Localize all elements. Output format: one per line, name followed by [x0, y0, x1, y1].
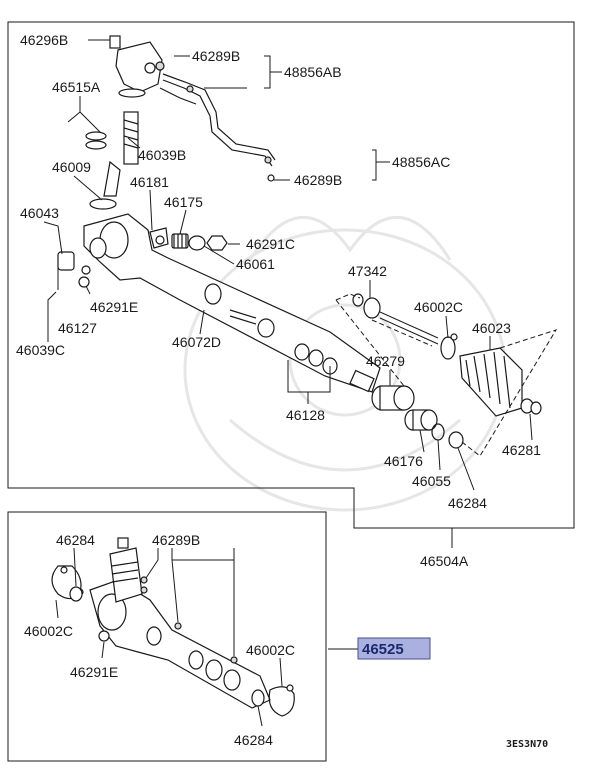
part-label-46128[interactable]: 46128 [286, 407, 325, 423]
part-label-46515A[interactable]: 46515A [52, 79, 101, 95]
part-label-46279[interactable]: 46279 [366, 353, 405, 369]
lower-leader-lines [55, 547, 358, 727]
part-label-46284-lower-a[interactable]: 46284 [56, 532, 95, 548]
part-label-46181[interactable]: 46181 [130, 174, 169, 190]
assembly-label-46525[interactable]: 46525 [362, 641, 404, 658]
part-label-46284-lower-b[interactable]: 46284 [234, 732, 273, 748]
assembly-label-46504A[interactable]: 46504A [420, 553, 469, 569]
part-label-46061[interactable]: 46061 [236, 256, 275, 272]
part-label-46291C[interactable]: 46291C [246, 236, 295, 252]
lower-assembly-frame [7, 511, 327, 762]
upper-assembly-frame [7, 21, 575, 529]
part-label-46289B-top[interactable]: 46289B [192, 48, 240, 64]
part-label-46289B-mid[interactable]: 46289B [294, 172, 342, 188]
part-label-46176[interactable]: 46176 [384, 453, 423, 469]
lower-part-labels: 46284 46289B 46002C 46291E 46002C 46284 [24, 532, 295, 748]
part-label-46002C-top[interactable]: 46002C [414, 299, 463, 315]
part-label-46289B-lower[interactable]: 46289B [152, 532, 200, 548]
lower-parts-drawing [51, 537, 295, 717]
part-label-46043[interactable]: 46043 [20, 205, 59, 221]
part-label-48856AC[interactable]: 48856AC [392, 154, 450, 170]
part-label-46002C-lower-a[interactable]: 46002C [24, 623, 73, 639]
part-label-46284-top[interactable]: 46284 [448, 495, 487, 511]
upper-leader-lines [43, 39, 533, 548]
part-label-48856AB[interactable]: 48856AB [284, 64, 342, 80]
part-label-46072D[interactable]: 46072D [172, 334, 221, 350]
figure-code: 3ES3N70 [506, 739, 548, 750]
part-label-46023[interactable]: 46023 [472, 320, 511, 336]
part-label-46039B[interactable]: 46039B [138, 147, 186, 163]
part-label-46055[interactable]: 46055 [412, 473, 451, 489]
highlight-box [357, 637, 431, 660]
part-label-46175[interactable]: 46175 [164, 194, 203, 210]
part-label-46291E-top[interactable]: 46291E [90, 299, 138, 315]
part-label-46291E-lower[interactable]: 46291E [70, 664, 118, 680]
part-label-46127[interactable]: 46127 [58, 320, 97, 336]
part-label-47342[interactable]: 47342 [348, 263, 387, 279]
part-label-46002C-lower-b[interactable]: 46002C [246, 642, 295, 658]
part-label-46281[interactable]: 46281 [502, 442, 541, 458]
upper-parts-drawing [57, 35, 558, 457]
part-label-46009[interactable]: 46009 [52, 159, 91, 175]
part-label-46039C[interactable]: 46039C [16, 342, 65, 358]
upper-part-labels: 46296B 46289B 48856AB 46515A 46039B 4885… [16, 32, 541, 569]
part-label-46296B[interactable]: 46296B [20, 32, 68, 48]
highlighted-assembly-46525[interactable]: 46525 [357, 637, 431, 660]
